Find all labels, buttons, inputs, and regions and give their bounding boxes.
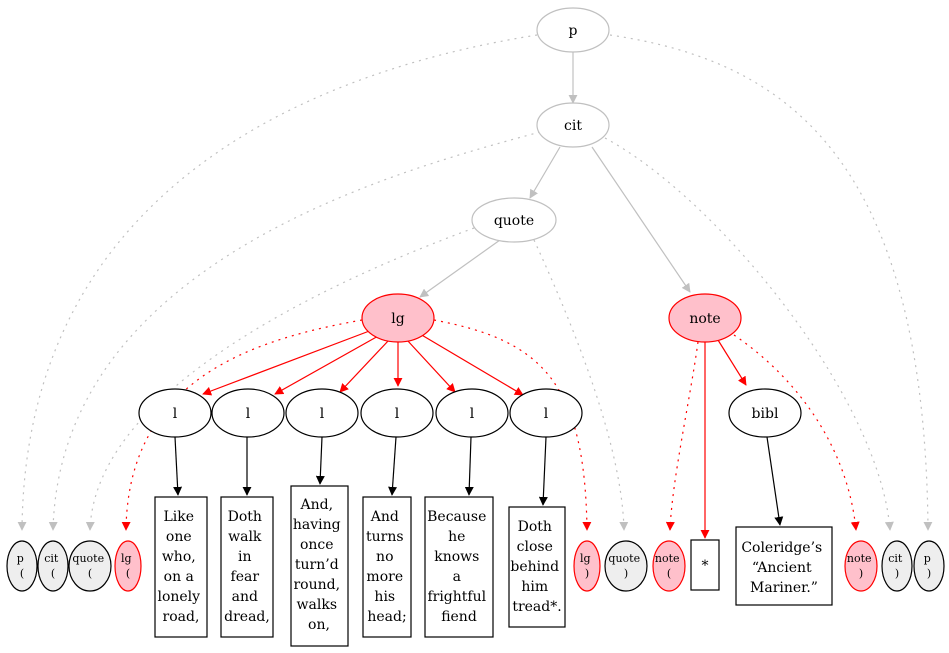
marker-cit-open: cit ( bbox=[37, 540, 69, 592]
node-l-2-label: l bbox=[246, 406, 251, 422]
node-p: p bbox=[536, 7, 610, 53]
edge-cit-quote bbox=[529, 146, 561, 199]
text-box-asterisk: * bbox=[690, 539, 720, 591]
text-box-line-4: And turns no more his head; bbox=[362, 496, 412, 638]
edge-quote-lg bbox=[419, 239, 501, 298]
node-note-label: note bbox=[689, 311, 720, 327]
marker-p-open: p ( bbox=[6, 540, 38, 592]
edge-bibl-text bbox=[766, 436, 784, 526]
edge-lg-l3 bbox=[339, 339, 390, 393]
edge-p-close bbox=[609, 34, 933, 531]
node-quote-label: quote bbox=[494, 213, 534, 229]
node-l-5: l bbox=[435, 388, 509, 438]
node-l-5-label: l bbox=[470, 406, 475, 422]
text-line-3: And, having once turn’d round, walks on, bbox=[293, 497, 345, 633]
edge-lg-l5 bbox=[406, 339, 456, 393]
text-line-2: Doth walk in fear and dread, bbox=[224, 509, 270, 625]
marker-note-close: note ) bbox=[844, 540, 878, 592]
text-line-5: Because he knows a frightful fiend bbox=[427, 509, 491, 625]
node-l-1: l bbox=[138, 388, 212, 438]
marker-lg-close-label: lg ) bbox=[580, 552, 594, 580]
text-line-4: And turns no more his head; bbox=[366, 509, 408, 625]
edge-quote-close bbox=[533, 239, 629, 531]
edge-lg-l2 bbox=[274, 334, 381, 395]
marker-quote-close: quote ) bbox=[604, 540, 648, 592]
node-lg: lg bbox=[361, 293, 435, 343]
marker-quote-open: quote ( bbox=[68, 540, 112, 592]
marker-lg-open-label: lg ( bbox=[121, 552, 135, 580]
marker-cit-close: cit ) bbox=[881, 540, 913, 592]
edge-note-bibl bbox=[717, 339, 747, 386]
text-box-line-3: And, having once turn’d round, walks on, bbox=[290, 485, 349, 647]
edge-l6-text bbox=[538, 436, 548, 506]
node-l-6-label: l bbox=[544, 406, 549, 422]
edge-lg-l6 bbox=[419, 333, 524, 396]
text-line-6: Doth close behind him tread*. bbox=[510, 519, 563, 615]
edge-lg-open bbox=[121, 319, 363, 531]
edge-l4-text bbox=[388, 436, 398, 496]
marker-cit-open-label: cit ( bbox=[44, 552, 62, 580]
node-lg-label: lg bbox=[391, 311, 404, 327]
node-cit: cit bbox=[536, 102, 610, 148]
marker-quote-open-label: quote ( bbox=[72, 552, 107, 580]
edge-cit-open bbox=[48, 131, 541, 531]
node-l-3: l bbox=[285, 388, 359, 438]
text-bibl: Coleridge’s “Ancient Mariner.” bbox=[741, 540, 826, 596]
node-bibl: bibl bbox=[728, 388, 802, 438]
text-box-line-6: Doth close behind him tread*. bbox=[508, 506, 566, 628]
text-line-1: Like one who, on a lonely road, bbox=[157, 509, 204, 625]
marker-quote-close-label: quote ) bbox=[608, 552, 643, 580]
edge-cit-note bbox=[591, 146, 691, 293]
text-asterisk: * bbox=[702, 558, 709, 574]
edge-l3-text bbox=[315, 436, 325, 485]
text-box-line-1: Like one who, on a lonely road, bbox=[154, 496, 208, 638]
node-l-4: l bbox=[360, 388, 434, 438]
text-box-line-2: Doth walk in fear and dread, bbox=[220, 496, 274, 638]
marker-lg-close: lg ) bbox=[573, 540, 601, 592]
node-l-4-label: l bbox=[395, 406, 400, 422]
marker-note-open: note ( bbox=[652, 540, 686, 592]
marker-p-close-label: p ) bbox=[924, 552, 935, 580]
marker-p-close: p ) bbox=[913, 540, 945, 592]
edges bbox=[17, 34, 933, 539]
marker-p-open-label: p ( bbox=[17, 552, 28, 580]
edge-l1-text bbox=[173, 436, 183, 496]
text-box-line-5: Because he knows a frightful fiend bbox=[424, 496, 494, 638]
edge-l5-text bbox=[464, 436, 474, 496]
node-l-3-label: l bbox=[320, 406, 325, 422]
marker-lg-open: lg ( bbox=[114, 540, 142, 592]
node-l-2: l bbox=[211, 388, 285, 438]
node-cit-label: cit bbox=[564, 118, 582, 134]
edge-quote-open bbox=[85, 227, 475, 531]
edge-lg-close bbox=[433, 319, 592, 531]
node-l-6: l bbox=[509, 388, 583, 438]
edge-p-open bbox=[17, 34, 538, 531]
marker-note-open-label: note ( bbox=[655, 552, 683, 580]
node-note: note bbox=[668, 293, 742, 343]
node-l-1-label: l bbox=[173, 406, 178, 422]
node-bibl-label: bibl bbox=[752, 406, 779, 422]
edge-lg-l1 bbox=[202, 329, 373, 396]
edge-note-close bbox=[733, 334, 860, 531]
edge-cit-close bbox=[604, 137, 894, 531]
marker-cit-close-label: cit ) bbox=[888, 552, 906, 580]
node-p-label: p bbox=[569, 23, 578, 39]
edge-note-open bbox=[665, 341, 699, 531]
node-quote: quote bbox=[471, 197, 557, 243]
marker-note-close-label: note ) bbox=[847, 552, 875, 580]
text-box-bibl: Coleridge’s “Ancient Mariner.” bbox=[735, 526, 833, 606]
